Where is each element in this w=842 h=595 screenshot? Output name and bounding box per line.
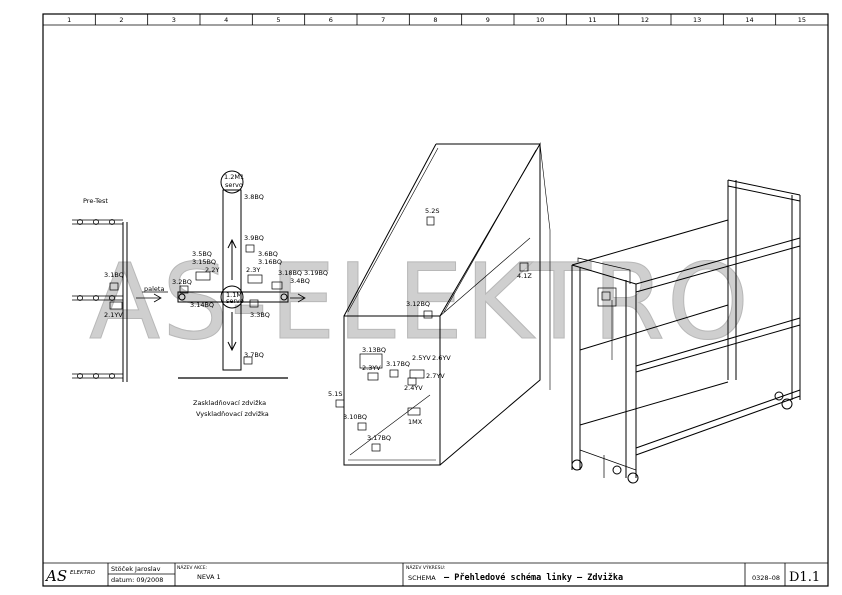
enclosure-sensor-label: 2.5YV <box>412 354 431 362</box>
project-name-caption: NÁZEV AKCE: <box>177 564 207 571</box>
column-number: 14 <box>745 16 753 24</box>
lift-sensor-label: 3.7BQ <box>244 351 264 359</box>
enclosure-sensor-label: 3.13BQ <box>362 346 386 354</box>
enclosure-sensor-label: 3.12BQ <box>406 300 430 308</box>
lift-sensor-label: 3.4BQ <box>290 277 310 285</box>
enclosure-sensor-label: 5.2S <box>425 207 439 215</box>
column-number: 11 <box>588 16 596 24</box>
project-number: 0328–08 <box>752 574 780 582</box>
project-name: NEVA 1 <box>197 573 221 581</box>
column-number: 15 <box>798 16 806 24</box>
sheet-number: D1.1 <box>789 570 820 585</box>
lift-sensor-label: 3.8BQ <box>244 193 264 201</box>
lift-sensor-label: servo <box>226 297 244 305</box>
lift-sensor-label: 3.9BQ <box>244 234 264 242</box>
outer-frame <box>42 13 829 587</box>
pretest-rack <box>72 219 128 382</box>
column-number: 6 <box>329 16 333 24</box>
lift-sensor-label: 1.1M <box>226 291 242 299</box>
enclosure-sensor-label: 5.1S <box>328 390 342 398</box>
lift-sensor-label: 2.2Y <box>205 266 219 274</box>
drawing-name-caption: NÁZEV VÝKRESU: <box>406 564 445 571</box>
shelf-trolley <box>571 179 801 484</box>
lift-sensor-label: 3.19BQ <box>304 269 328 277</box>
author-name: Stöček Jaroslav <box>111 565 161 573</box>
column-number: 9 <box>486 16 490 24</box>
drawing-title: – Přehledové schéma linky – Zdvižka <box>444 572 623 583</box>
enclosure-sensor-label: 3.17BQ <box>367 434 391 442</box>
column-number: 13 <box>693 16 701 24</box>
lift-sensor-label: servo <box>225 181 243 189</box>
column-number: 4 <box>224 16 228 24</box>
lift-sensor-label: 1.2M1 <box>224 173 244 181</box>
column-number: 12 <box>641 16 649 24</box>
watermark-text: AS-ELEKTRO <box>89 241 751 363</box>
lift-sensor-label: 2.1YV <box>104 311 123 319</box>
lift-enclosure <box>335 142 551 466</box>
drawing-date: datum: 09/2008 <box>111 576 163 584</box>
lift-sensor-label: 3.14BQ <box>190 301 214 309</box>
logo-subtext: ELEKTRO <box>70 570 96 576</box>
lift-sensor-label: 3.2BQ <box>172 278 192 286</box>
column-number: 3 <box>172 16 176 24</box>
column-number: 8 <box>433 16 437 24</box>
column-number: 2 <box>119 16 123 24</box>
column-number: 10 <box>536 16 544 24</box>
lift-sensor-label: 3.16BQ <box>258 258 282 266</box>
enclosure-sensor-label: 2.6YV <box>432 354 451 362</box>
drawing-prefix: SCHEMA <box>408 574 436 582</box>
column-number: 7 <box>381 16 385 24</box>
enclosure-sensor-label: 2.7YV <box>426 372 445 380</box>
title-block <box>43 562 828 586</box>
enclosure-sensor-label: 3.17BQ <box>386 360 410 368</box>
column-number: 1 <box>67 16 71 24</box>
enclosure-sensor-label: 1MX <box>408 418 423 426</box>
lift-sensor-label: 2.3Y <box>246 266 260 274</box>
lift-caption-1: Zaskladňovací zdvižka <box>193 399 266 407</box>
lift-sensor-label: 3.3BQ <box>250 311 270 319</box>
lift-caption-2: Vyskladňovací zdvižka <box>196 410 269 418</box>
lift-sensor-label: 3.5BQ <box>192 250 212 258</box>
lift-sensor-label: 3.15BQ <box>192 258 216 266</box>
pretest-label: Pre-Test <box>83 197 108 205</box>
direction-label: paleta <box>144 285 164 293</box>
paleta-arrow <box>136 291 306 303</box>
logo-text: AS <box>44 567 67 585</box>
lift-mast <box>177 170 289 379</box>
lift-sensor-label: 3.18BQ <box>278 269 302 277</box>
lift-sensor-label: 3.1BQ <box>104 271 124 279</box>
enclosure-sensor-label: 2.3YV <box>362 364 381 372</box>
lift-sensor-label: 3.6BQ <box>258 250 278 258</box>
column-number: 5 <box>276 16 280 24</box>
rack-shelf <box>72 219 123 379</box>
enclosure-sensor-label: 4.1Z <box>517 272 532 280</box>
enclosure-sensor-label: 3.10BQ <box>343 413 367 421</box>
enclosure-sensor-label: 2.4YV <box>404 384 423 392</box>
